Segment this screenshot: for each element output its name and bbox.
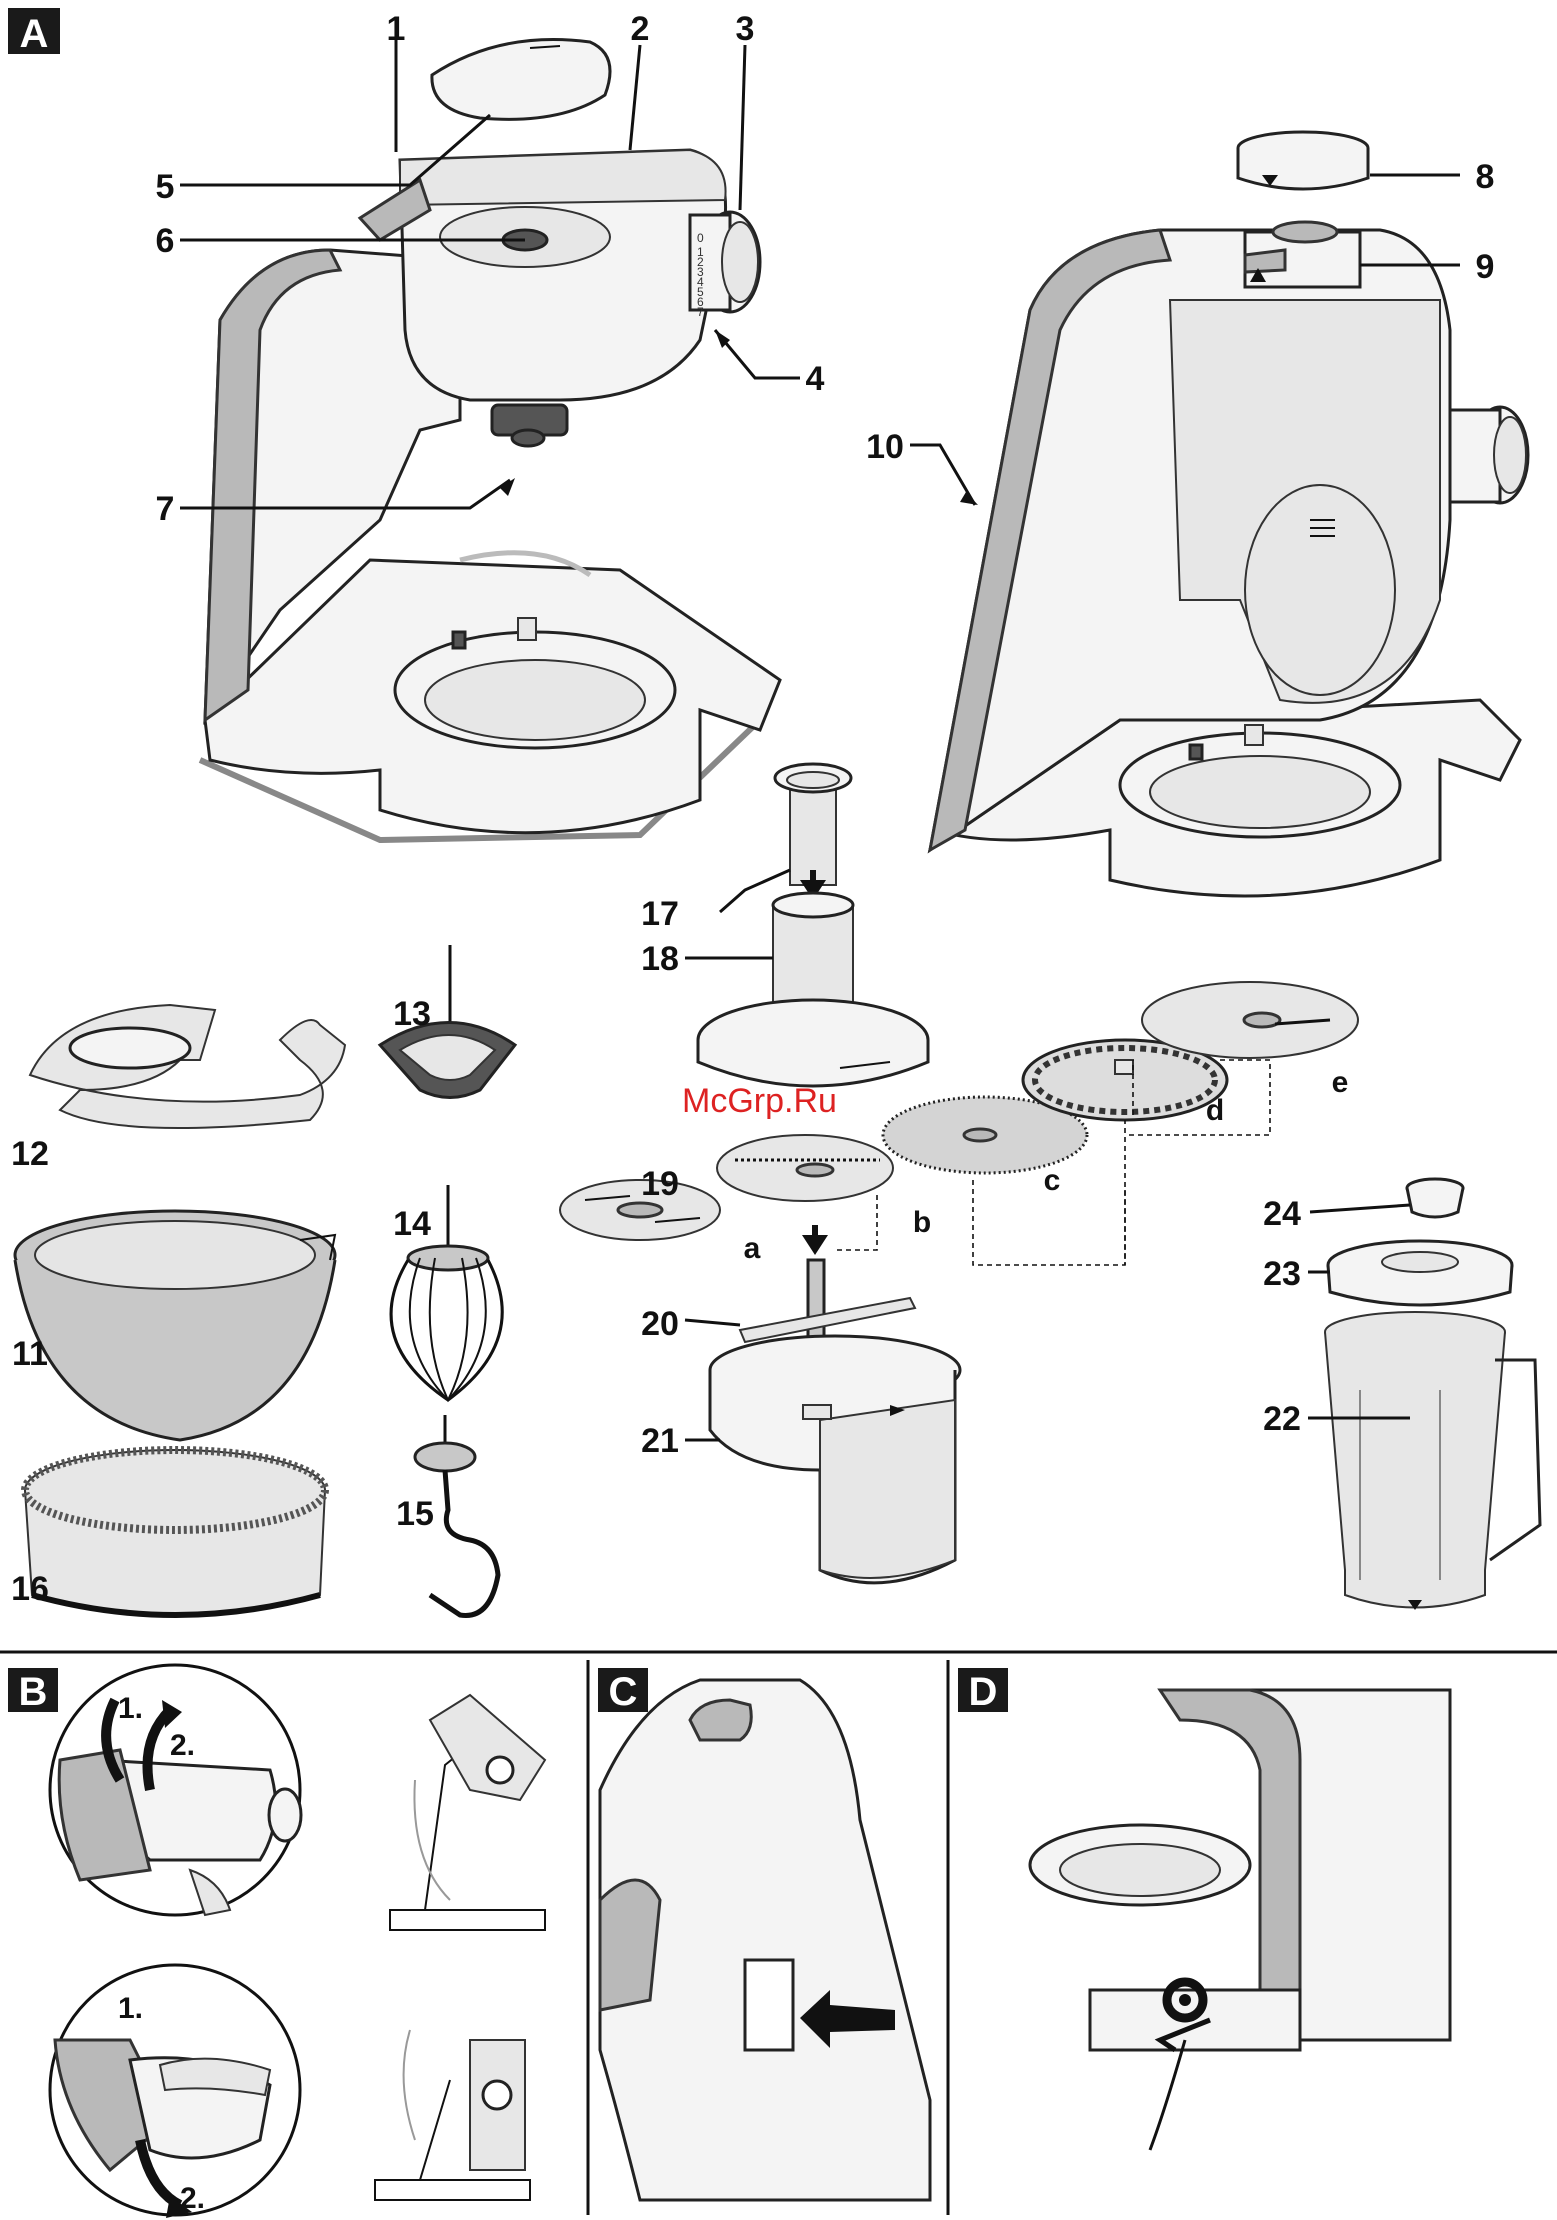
disc-label-a: a [744,1232,761,1265]
callout-12: 12 [11,1135,49,1173]
part-blender-jug [1325,1312,1540,1610]
disc-label-e: e [1332,1066,1349,1099]
section-badge-c: C [598,1668,648,1714]
callout-8: 8 [1476,158,1495,196]
step-b-bottom-2: 2. [180,2182,205,2215]
step-c-rating-plate [600,1680,930,2200]
step-b-top-1: 1. [118,1692,143,1725]
disc-label-d: d [1206,1094,1224,1127]
step-b-top-2: 2. [170,1729,195,1762]
part-accessory-bag [25,1450,325,1615]
step-b-bottom-circle [50,1965,300,2218]
section-label-c: C [609,1670,638,1714]
step-b-bottom-1: 1. [118,1992,143,2025]
callout-23: 23 [1263,1255,1301,1293]
part-lid-cover [432,39,610,119]
watermark-text: McGrp.Ru [682,1082,837,1120]
callout-16: 16 [11,1570,49,1608]
callout-1: 1 [387,10,406,48]
section-badge-d: D [958,1668,1008,1714]
part-blender-cap [1407,1179,1463,1217]
part-disc-b [717,1135,893,1201]
callout-14: 14 [393,1205,431,1243]
callout-18: 18 [641,940,679,978]
part-pusher [775,764,851,900]
part-disc-a [560,1180,720,1240]
callout-6: 6 [156,222,175,260]
part-mixing-bowl [15,1211,335,1440]
section-badge-b: B [8,1668,58,1714]
callout-21: 21 [641,1422,679,1460]
callout-3: 3 [736,10,755,48]
callout-15: 15 [396,1495,434,1533]
part-blender-lid [1328,1241,1512,1305]
step-b-head-up-sketch [390,1695,545,1930]
callout-11: 11 [12,1335,48,1373]
callout-10: 10 [866,428,904,466]
callout-19: 19 [641,1165,679,1203]
callout-5: 5 [156,168,175,206]
part-processor-lid [698,893,928,1086]
callout-9: 9 [1476,248,1495,286]
part-disc-e [1142,982,1358,1058]
disc-label-b: b [913,1206,931,1239]
dial-mark-7: 7 [697,305,704,319]
section-badge-a: A [8,8,60,56]
callout-17: 17 [641,895,679,933]
step-d-cord-storage [1030,1690,1450,2150]
disc-label-c: c [1044,1164,1061,1197]
callout-22: 22 [1263,1400,1301,1438]
part-processor-bowl [710,1336,960,1583]
callout-20: 20 [641,1305,679,1343]
step-b-top-circle [50,1665,301,1915]
section-label-d: D [969,1670,998,1714]
callout-2: 2 [631,10,650,48]
section-label-b: B [19,1670,48,1714]
part-drive-cover [1238,132,1368,189]
step-b-head-down-sketch [375,2030,530,2200]
mixer-base-unit-right [930,222,1528,896]
callout-13: 13 [393,995,431,1033]
part-splash-guard [30,1005,345,1128]
speed-dial-marks: 0 1 2 3 4 5 6 7 [697,231,704,319]
callout-4: 4 [806,360,825,398]
section-label-a: A [20,12,49,56]
dial-mark-0: 0 [697,231,704,245]
callout-24: 24 [1263,1195,1301,1233]
callout-7: 7 [156,490,175,528]
